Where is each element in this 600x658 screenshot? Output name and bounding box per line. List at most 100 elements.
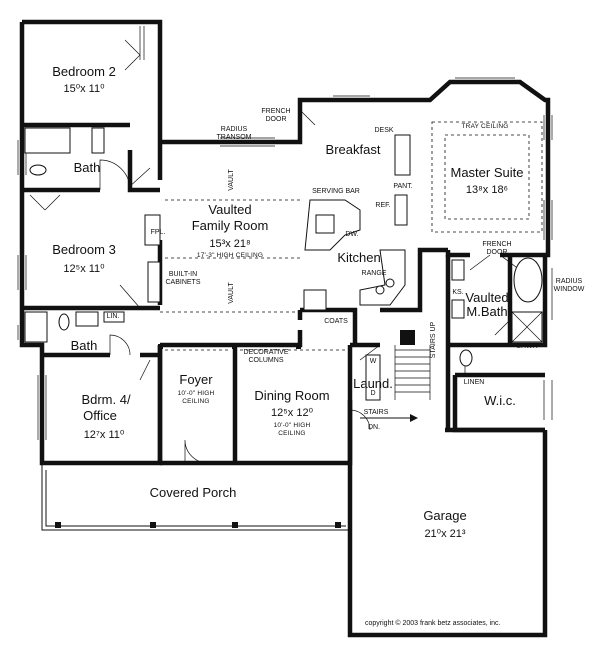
radius-transom-a: RADIUS — [221, 126, 248, 133]
vault-label-1: VAULT — [228, 169, 235, 191]
windows — [17, 26, 553, 531]
radius-transom-b: TRANSOM — [217, 134, 252, 141]
columns — [158, 344, 301, 349]
dining-dim: 12⁵x 12⁰ — [271, 407, 314, 419]
shower-x — [511, 311, 543, 343]
linen-lower — [103, 311, 125, 323]
kitchen-name: Kitchen — [337, 250, 380, 265]
wall-wic — [452, 372, 545, 433]
master-note: TRAY CEILING — [462, 123, 509, 130]
sink-lower — [75, 311, 99, 327]
kitchen-sink — [315, 214, 335, 234]
radius-window-a: RADIUS — [556, 278, 583, 285]
foyer-note-2: CEILING — [182, 398, 209, 405]
dining-name: Dining Room — [254, 388, 329, 403]
foyer-name: Foyer — [179, 372, 213, 387]
coats-closet — [303, 289, 327, 311]
breakfast-name: Breakfast — [326, 142, 381, 157]
bathtub-lower — [24, 311, 48, 343]
porch-outline — [41, 463, 350, 531]
family-vault-lines — [160, 199, 300, 313]
bdrm4-dim: 12⁷x 11⁰ — [84, 429, 125, 441]
washer-label: W — [370, 358, 377, 365]
serving-bar-label: SERVING BAR — [312, 188, 360, 195]
master-tub — [513, 257, 543, 303]
bath-upper-name: Bath — [74, 160, 101, 175]
porch-rail — [45, 470, 346, 527]
porch-posts — [55, 522, 341, 528]
wall-mbath — [445, 255, 548, 430]
tray-ceiling-inner — [444, 134, 530, 220]
stairs-up-label: STAIRS UP — [430, 321, 437, 358]
porch-name: Covered Porch — [150, 485, 237, 500]
fireplace — [144, 214, 161, 246]
wic-name: W.i.c. — [484, 393, 516, 408]
decorative-a: DECORATIVE — [244, 349, 289, 356]
laund-name: Laund. — [353, 376, 393, 391]
fpl-label: FPL. — [151, 229, 166, 236]
wall-family-bottom — [160, 310, 303, 348]
french-door-2a: FRENCH — [482, 241, 511, 248]
ks-label: KS. — [452, 289, 463, 296]
decorative-b: COLUMNS — [248, 357, 283, 364]
radius-window-b: WINDOW — [554, 286, 585, 293]
range-burner-2 — [385, 278, 395, 288]
range-burner-1 — [375, 285, 385, 295]
bdrm4-name-2: Office — [83, 408, 117, 423]
range-label: RANGE — [362, 270, 387, 277]
ref-label: REF. — [375, 202, 390, 209]
builtin-b: CABINETS — [165, 279, 200, 286]
bedroom2-dim: 15⁰x 11⁰ — [63, 83, 105, 95]
lin-label: LIN. — [107, 313, 120, 320]
toilet-lower — [58, 313, 70, 331]
mbath-sink-2 — [451, 299, 465, 319]
dining-note-1: 10'-0" HIGH — [274, 422, 311, 429]
garage-name: Garage — [423, 508, 466, 523]
mbath-toilet — [459, 349, 473, 367]
garage-dim: 21⁰x 21³ — [424, 528, 465, 540]
refrigerator — [394, 194, 408, 226]
bedroom3-name: Bedroom 3 — [52, 242, 116, 257]
wall-family-top — [160, 97, 405, 145]
washer-dryer — [365, 354, 381, 401]
bedroom2-name: Bedroom 2 — [52, 64, 116, 79]
bath-lower-name: Bath — [71, 338, 98, 353]
mbath-name-1: Vaulted — [465, 290, 508, 305]
dining-note-2: CEILING — [278, 430, 305, 437]
master-dim: 13⁸x 18⁶ — [466, 184, 508, 196]
copyright: copyright © 2003 frank betz associates, … — [365, 619, 501, 627]
dryer-label: D — [370, 390, 375, 397]
sink-upper — [91, 127, 105, 154]
family-note: 17'-3" HIGH CEILING — [197, 252, 263, 259]
stairs — [360, 330, 431, 422]
master-name: Master Suite — [451, 165, 524, 180]
family-dim: 15³x 21⁸ — [209, 238, 250, 250]
foyer-note-1: 10'-0" HIGH — [178, 390, 215, 397]
tray-ceiling-outer — [431, 121, 543, 233]
french-door-1b: DOOR — [266, 116, 287, 123]
bdrm4-name-1: Bdrm. 4/ — [81, 392, 131, 407]
builtin-a: BUILT-IN — [169, 271, 197, 278]
bathtub-upper — [24, 127, 71, 154]
french-door-1a: FRENCH — [261, 108, 290, 115]
dn-label: DN. — [368, 424, 380, 431]
toilet-upper — [29, 164, 47, 176]
coats-label: COATS — [324, 318, 348, 325]
family-name-2: Family Room — [192, 218, 269, 233]
desk-counter — [394, 134, 411, 176]
dw-label: DW. — [345, 231, 358, 238]
linen-label: LINEN — [464, 379, 485, 386]
mbath-sink-1 — [451, 259, 465, 281]
desk-label: DESK — [374, 127, 393, 134]
bedroom3-dim: 12⁵x 11⁰ — [63, 263, 105, 275]
builtin-cabinets — [147, 261, 161, 303]
stairs-label: STAIRS — [364, 409, 389, 416]
shwr-label: SHWR — [516, 343, 537, 350]
family-name-1: Vaulted — [208, 202, 251, 217]
french-door-2b: DOOR — [487, 249, 508, 256]
pant-label: PANT. — [393, 183, 412, 190]
vault-label-2: VAULT — [228, 282, 235, 304]
mbath-name-2: M.Bath — [466, 304, 507, 319]
